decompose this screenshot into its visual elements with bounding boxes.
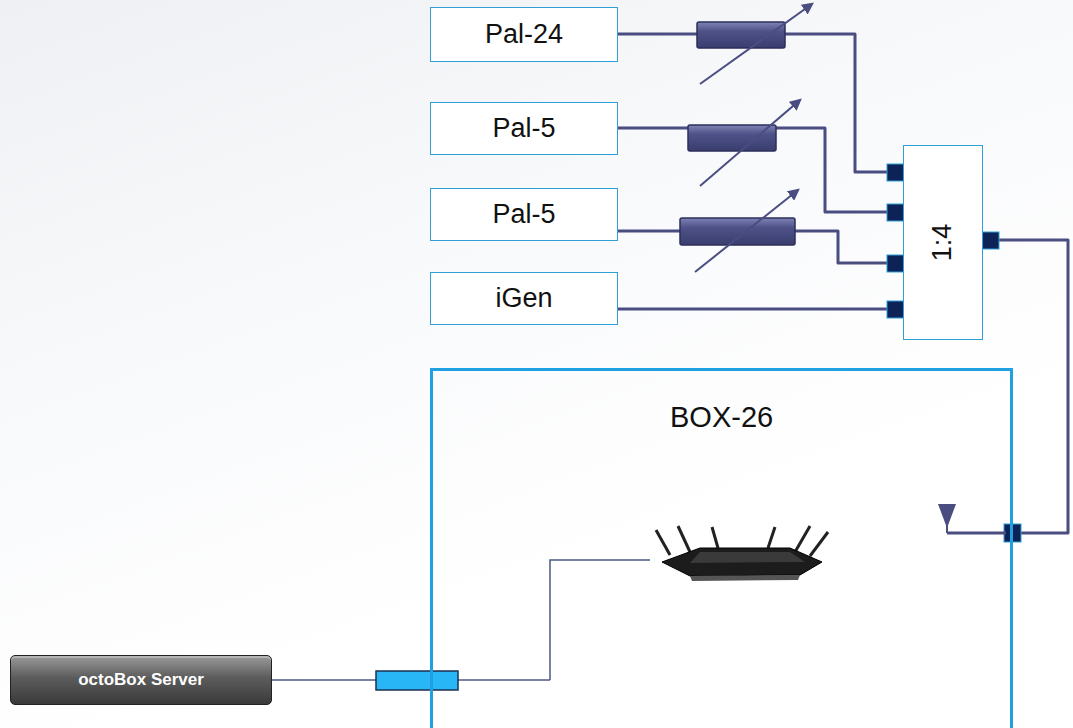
node-label: 1:4	[927, 224, 958, 262]
splitter-box: 1:4	[903, 145, 983, 340]
rf-cable	[983, 240, 1068, 533]
attenuator-symbol	[697, 4, 812, 84]
antenna-symbol	[938, 504, 1006, 533]
signal-source-box: iGen	[430, 272, 618, 325]
router-icon	[656, 526, 828, 581]
attenuator-symbol	[688, 100, 800, 186]
attenuator-symbol	[680, 190, 798, 272]
node-label: iGen	[495, 283, 552, 314]
rf-cable	[618, 308, 903, 311]
node-label: Pal-5	[492, 199, 555, 230]
rf-cable	[618, 34, 903, 172]
node-label: octoBox Server	[78, 670, 204, 690]
ethernet-wire	[376, 560, 650, 690]
signal-source-box: Pal-24	[430, 7, 618, 62]
server-box: octoBox Server	[10, 655, 272, 705]
node-label: Pal-24	[485, 19, 563, 50]
node-label: Pal-5	[492, 113, 555, 144]
signal-source-box: Pal-5	[430, 102, 618, 155]
node-label: BOX-26	[670, 401, 773, 434]
signal-source-box: Pal-5	[430, 188, 618, 241]
enclosure-box: BOX-26	[430, 368, 1013, 728]
